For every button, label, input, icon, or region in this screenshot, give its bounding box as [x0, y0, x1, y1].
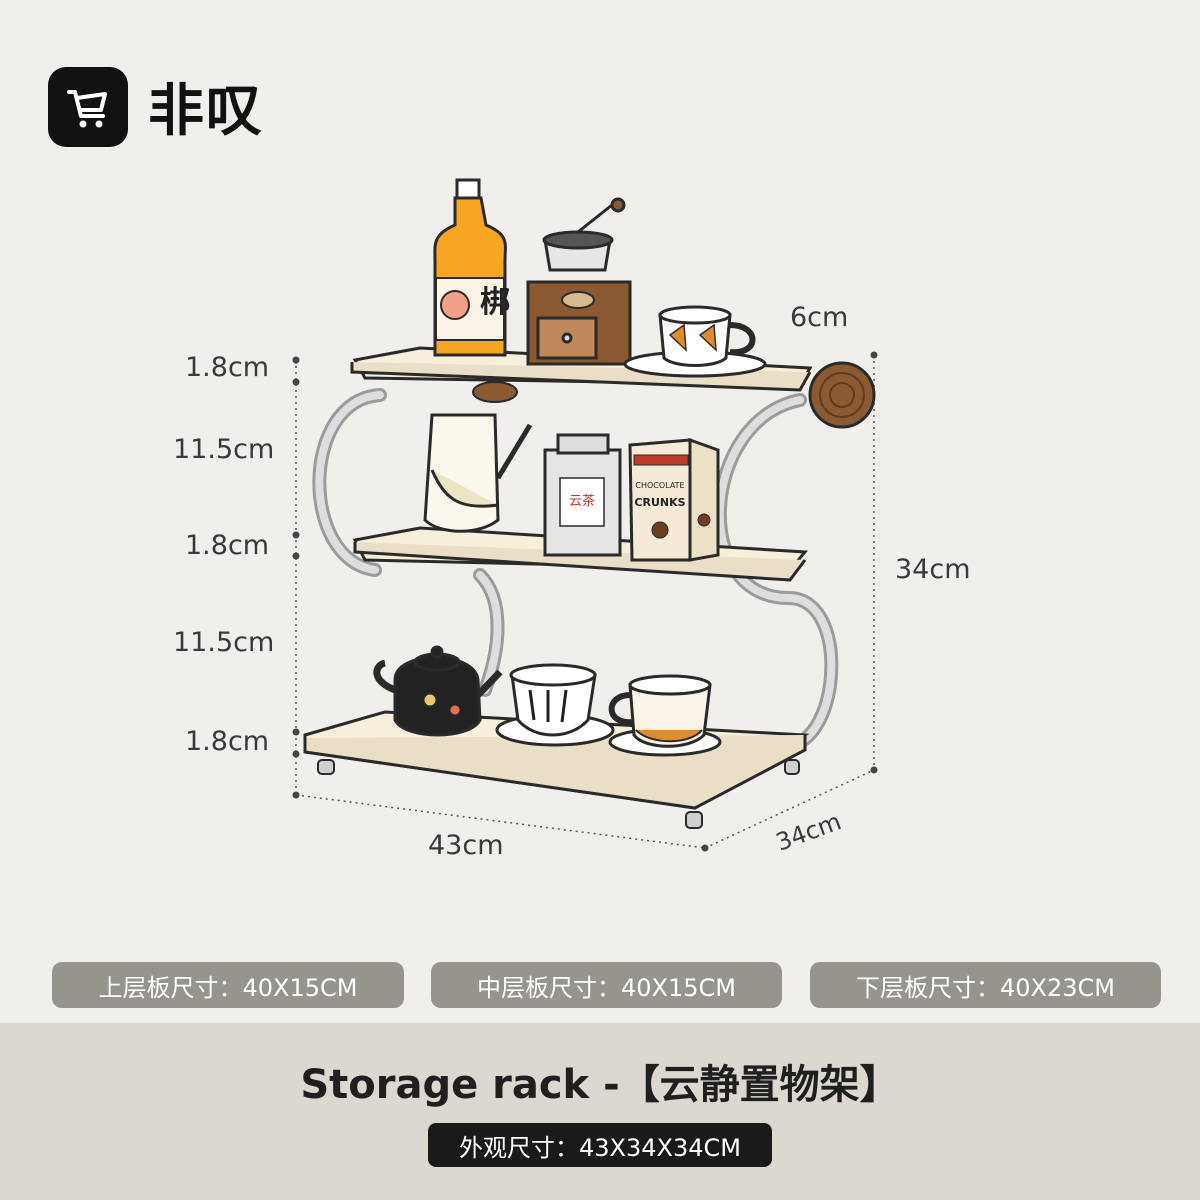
dim-lower-gap: 11.5cm: [173, 627, 275, 658]
wood-knob: [472, 361, 876, 429]
dim-knob: 6cm: [790, 302, 849, 333]
dim-upper-gap: 11.5cm: [173, 434, 275, 465]
dim-bottom-board: 1.8cm: [185, 726, 270, 757]
bottle-label: 梆: [480, 285, 510, 320]
brand-logo: 非叹: [48, 66, 264, 147]
cookie-label-1: CHOCOLATE: [635, 481, 684, 490]
overall-size-badge: 外观尺寸：43X34X34CM: [428, 1123, 772, 1167]
shopping-cart-icon: [48, 66, 128, 147]
coffee-grinder: [526, 197, 632, 366]
teacup-bottom-middle: [495, 663, 615, 747]
dim-middle-board: 1.8cm: [185, 530, 270, 561]
tea-tin: [543, 433, 622, 557]
brand-name: 非叹: [148, 79, 264, 144]
spec-upper-shelf: 上层板尺寸：40X15CM: [52, 962, 404, 1008]
dim-height: 34cm: [895, 554, 971, 585]
storage-rack-illustration: 梆 云茶 CHOCOLATE CRU: [292, 178, 878, 852]
dim-width: 43cm: [428, 830, 504, 861]
spec-middle-shelf: 中层板尺寸：40X15CM: [431, 962, 782, 1008]
product-title: Storage rack -【云静置物架】: [300, 1062, 900, 1108]
tin-label: 云茶: [569, 493, 595, 509]
teacup-bottom-right: [608, 674, 722, 757]
water-pitcher: [423, 413, 533, 533]
juice-bottle: [433, 178, 507, 357]
cookie-label-2: CRUNKS: [634, 496, 685, 509]
teapot: [373, 645, 503, 737]
cookie-bag: [628, 437, 720, 562]
footer-band: [0, 1023, 1200, 1200]
spec-lower-shelf: 下层板尺寸：40X23CM: [810, 962, 1161, 1008]
dim-top-board: 1.8cm: [185, 352, 270, 383]
teacup-top: [623, 305, 767, 378]
